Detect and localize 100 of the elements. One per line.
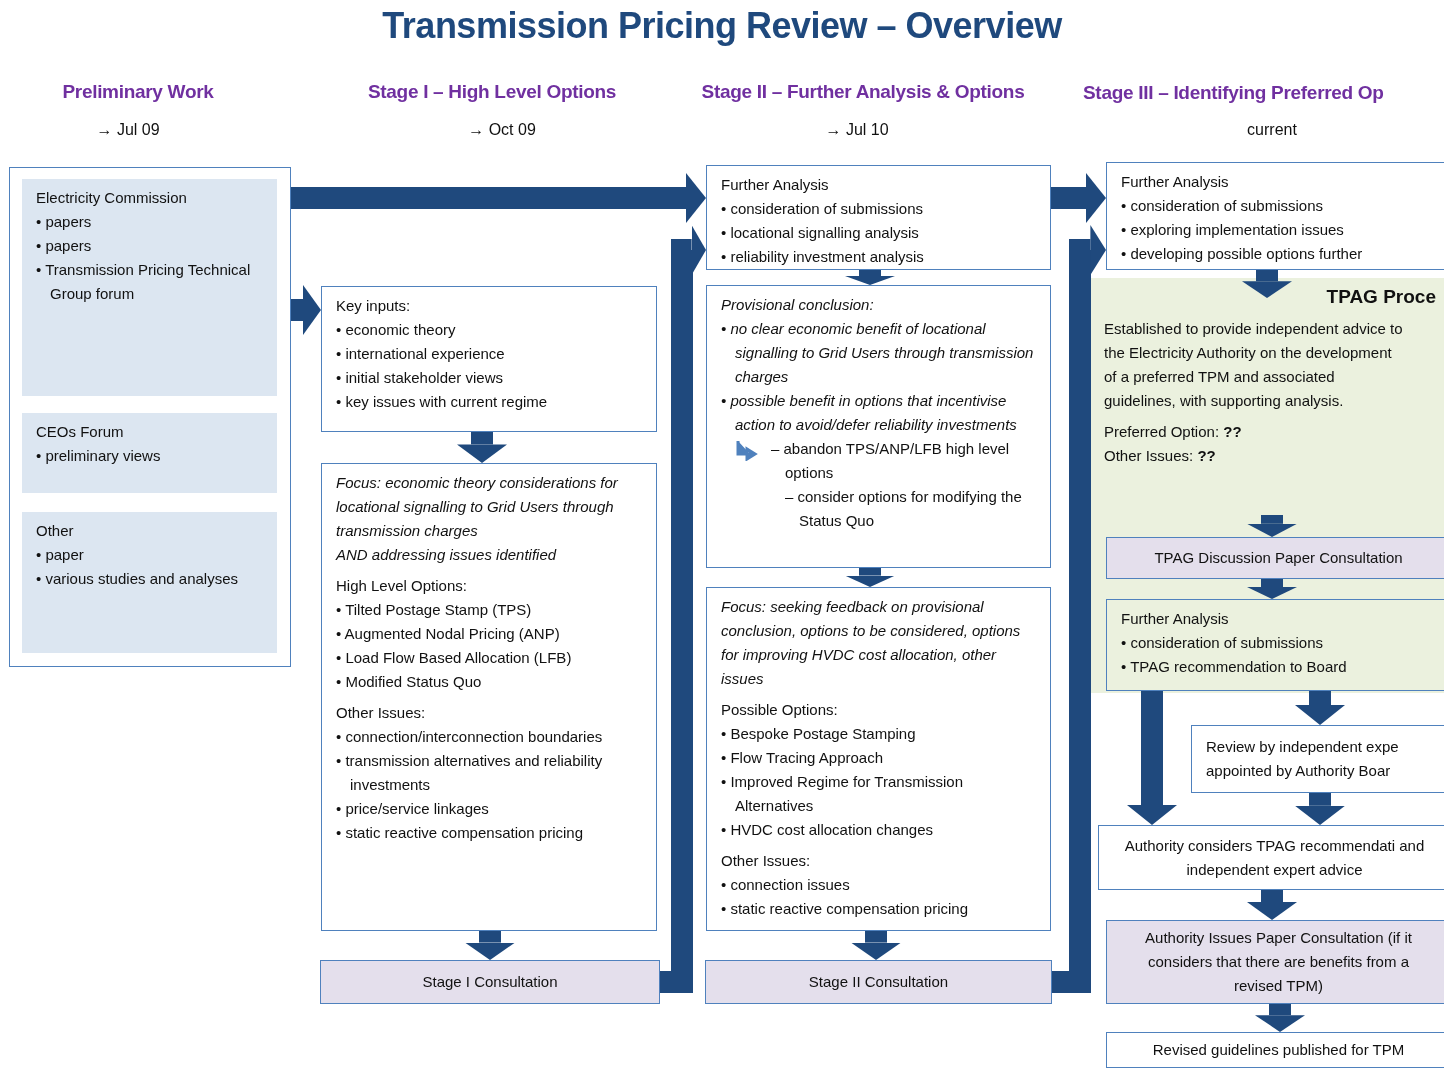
- bullet-item: • price/service linkages: [336, 799, 490, 819]
- box-text: TPAG Discussion Paper Consultation: [1154, 548, 1403, 568]
- box-heading: Further Analysis: [721, 175, 830, 195]
- consultation-box: [705, 960, 1052, 1004]
- bullet-item: • paper: [36, 545, 85, 565]
- block-arrow: [1247, 515, 1297, 537]
- bullet-item: • Improved Regime for Transmission Alternatives: [721, 772, 964, 816]
- bullet-item: • static reactive compensation pricing: [721, 899, 970, 919]
- block-arrow: [1242, 270, 1292, 298]
- box-heading: Other Issues: ??: [1104, 446, 1217, 466]
- bullet-item: • Tilted Postage Stamp (TPS): [336, 600, 533, 620]
- box-text: Authority considers TPAG recommendati and independent expert advice: [1124, 835, 1425, 880]
- sub-item: – consider options for modifying the Status Quo: [785, 487, 1023, 531]
- box-text: Stage II Consultation: [808, 972, 949, 992]
- consultation-box: [320, 960, 660, 1004]
- box-text: Established to provide independent advice to the Electricity Authority on the development of a preferred TPM and associated guidelines, with supporting analysis.: [1104, 319, 1404, 411]
- process-box: [1106, 599, 1444, 691]
- section-heading: Possible Options:: [721, 700, 839, 720]
- block-arrow: [465, 931, 515, 960]
- block-arrow: [1255, 1004, 1305, 1032]
- bullet-item: • no clear economic benefit of locational signalling to Grid Users through transmission charges: [721, 319, 1035, 387]
- block-arrow: [845, 568, 895, 587]
- block-arrow: [660, 225, 706, 993]
- bullet-item: • consideration of submissions: [721, 199, 925, 219]
- diagram-title: Transmission Pricing Review – Overview: [381, 4, 1064, 48]
- bullet-item: • initial stakeholder views: [336, 368, 504, 388]
- process-box: [706, 285, 1051, 568]
- bullet-item: • preliminary views: [36, 446, 162, 466]
- focus-text: Focus: seeking feedback on provisional conclusion, options to be considered, options for improving HVDC cost allocation, other issues: [721, 597, 1022, 689]
- box-heading: Key inputs:: [336, 296, 412, 316]
- block-arrow: [845, 270, 895, 285]
- timeline-date: → Jul 09: [96, 120, 160, 140]
- process-box: [706, 587, 1051, 931]
- bullet-item: • transmission alternatives and reliability investments: [336, 751, 604, 795]
- process-box: [22, 179, 277, 396]
- box-heading: CEOs Forum: [36, 422, 125, 442]
- process-box: [321, 286, 657, 432]
- block-arrow: [291, 285, 321, 335]
- bullet-item: • reliability investment analysis: [721, 247, 925, 267]
- bullet-item: • static reactive compensation pricing: [336, 823, 585, 843]
- process-box: [321, 463, 657, 931]
- block-arrow: [1247, 579, 1297, 599]
- focus-text: Focus: economic theory considerations for locational signalling to Grid Users through transmission charges: [336, 473, 619, 541]
- bullet-item: • consideration of submissions: [1121, 633, 1325, 653]
- bullet-item: • Load Flow Based Allocation (LFB): [336, 648, 573, 668]
- timeline-date: current: [1247, 120, 1297, 140]
- bullet-item: • consideration of submissions: [1121, 196, 1325, 216]
- section-heading: Other Issues:: [336, 703, 427, 723]
- sub-item: – abandon TPS/ANP/LFB high level options: [771, 440, 1010, 481]
- process-box: [1191, 725, 1444, 793]
- bullet-item: • HVDC cost allocation changes: [721, 820, 935, 840]
- process-panel: [1090, 278, 1444, 693]
- focus-text: AND addressing issues identified: [336, 545, 558, 565]
- box-text: Revised guidelines published for TPM: [1152, 1040, 1405, 1060]
- bullet-item: • developing possible options further: [1121, 244, 1364, 264]
- bullet-item: • Bespoke Postage Stamping: [721, 724, 917, 744]
- bullet-item: • exploring implementation issues: [1121, 220, 1345, 240]
- section-heading: Preferred Option: ??: [1104, 422, 1243, 442]
- block-arrow: [851, 931, 901, 960]
- timeline-date: → Jul 10: [825, 120, 889, 140]
- block-arrow: [457, 432, 507, 463]
- bullet-item: • papers: [36, 212, 93, 232]
- consultation-box: [1106, 537, 1444, 579]
- block-arrow: [291, 173, 706, 223]
- bullet-item: • various studies and analyses: [36, 569, 240, 589]
- block-arrow: [1295, 793, 1345, 825]
- box-heading: Further Analysis: [1121, 609, 1230, 629]
- stage-heading: Stage II – Further Analysis & Options: [701, 80, 1025, 104]
- process-box: [1106, 1032, 1444, 1068]
- process-box: [1106, 162, 1444, 270]
- bullet-item: • locational signalling analysis: [721, 223, 920, 243]
- section-heading: High Level Options:: [336, 576, 468, 596]
- box-heading: Further Analysis: [1121, 172, 1230, 192]
- bullet-item: • papers: [36, 236, 93, 256]
- block-arrow: [1052, 225, 1106, 993]
- box-text: Stage I Consultation: [422, 972, 558, 992]
- box-text: Review by independent expe appointed by Authority Boar: [1206, 737, 1400, 781]
- block-arrow: [1247, 890, 1297, 920]
- process-box: [22, 413, 277, 493]
- bullet-item: • key issues with current regime: [336, 392, 549, 412]
- block-arrow: [1295, 691, 1345, 725]
- bullet-item: • Transmission Pricing Technical Group forum: [36, 260, 252, 304]
- process-box: [22, 512, 277, 653]
- bullet-item: • Augmented Nodal Pricing (ANP): [336, 624, 561, 644]
- block-arrow: [1051, 173, 1106, 223]
- bullet-item: • TPAG recommendation to Board: [1121, 657, 1348, 677]
- section-heading: Other Issues:: [721, 851, 812, 871]
- bullet-item: • Modified Status Quo: [336, 672, 483, 692]
- block-arrow: [1127, 691, 1177, 825]
- box-heading: Electricity Commission: [36, 188, 188, 208]
- stage-heading: Preliminary Work: [62, 80, 214, 104]
- bullet-item: • international experience: [336, 344, 506, 364]
- stage-heading: Stage I – High Level Options: [367, 80, 617, 104]
- process-box: [706, 165, 1051, 270]
- bullet-item: • economic theory: [336, 320, 457, 340]
- focus-text: Provisional conclusion:: [721, 295, 875, 315]
- panel-title: TPAG Proce: [1325, 285, 1436, 309]
- bullet-item: • possible benefit in options that incentivise action to avoid/defer reliability investments: [721, 391, 1018, 435]
- box-text: Authority Issues Paper Consultation (if it considers that there are benefits from a revised TPM): [1144, 928, 1413, 996]
- box-heading: Other: [36, 521, 75, 541]
